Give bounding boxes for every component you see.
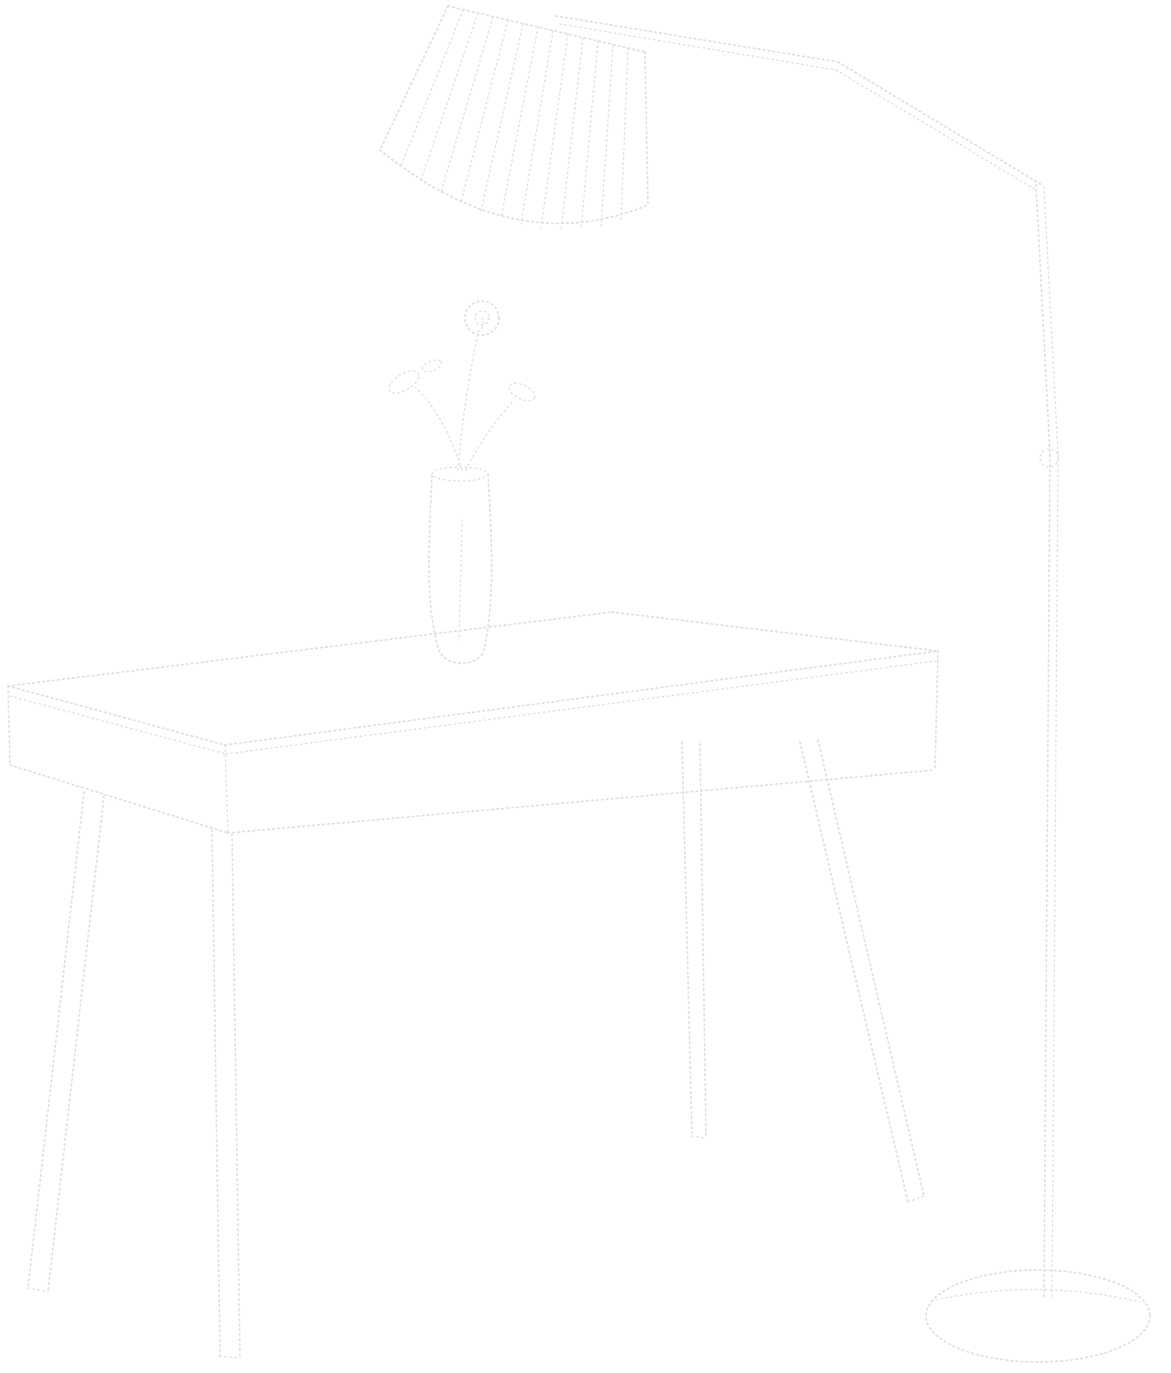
lamp-arm — [555, 15, 1043, 191]
leaves — [388, 359, 536, 402]
lamp-pole — [1035, 184, 1059, 1299]
floor-lamp — [379, 5, 1151, 1363]
flower — [464, 300, 500, 336]
desk — [7, 611, 939, 1359]
front-left-leg — [27, 791, 105, 1293]
desk-top — [7, 611, 939, 755]
center-left-leg — [211, 829, 241, 1359]
lamp-base — [925, 1269, 1151, 1363]
vase-with-flowers — [388, 300, 536, 665]
desk-apron — [7, 650, 939, 834]
center-right-leg — [681, 741, 707, 1139]
pleated-lampshade-icon — [379, 5, 649, 231]
vase — [428, 466, 493, 665]
stems — [413, 333, 515, 471]
right-leg — [799, 739, 925, 1203]
